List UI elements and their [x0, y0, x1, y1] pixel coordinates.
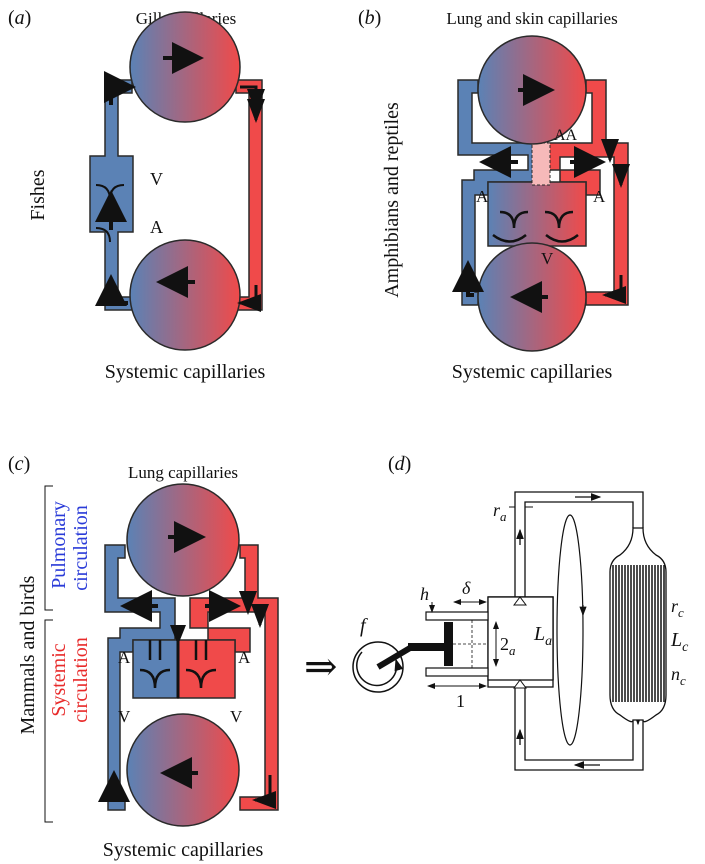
panel-a: (a) Gill capillaries Fishes V A Systemic…: [8, 7, 265, 383]
panel-a-gill-capillaries: [129, 11, 241, 123]
panel-d-flow-ellipse: [556, 514, 584, 746]
panel-d-label-r-c: rc: [671, 596, 684, 620]
panel-b-top-label: Lung and skin capillaries: [446, 9, 617, 28]
panel-c-label-a-right: A: [238, 648, 251, 667]
panel-c-pulmonary-label-1: Pulmonary: [48, 501, 70, 589]
panel-b-bottom-label: Systemic capillaries: [452, 361, 613, 383]
panel-d-label-1: 1: [456, 691, 465, 711]
panel-c-bottom-label: Systemic capillaries: [103, 839, 264, 861]
panel-b-aortic-arch: [531, 142, 551, 186]
panel-d-label-h: h: [420, 584, 429, 604]
panel-b-valves: [492, 210, 579, 243]
panel-a-valve-lower: [95, 227, 111, 243]
panel-c-flow-arrows: [98, 521, 276, 809]
panel-d-label-L-c: Lc: [670, 629, 689, 655]
panel-c-systemic-bracket: [44, 619, 53, 823]
panel-b-label-a-left: A: [476, 187, 489, 206]
panel-a-flow-arrows: [95, 42, 265, 312]
panel-d-crank-rod: [376, 645, 412, 670]
panel-d-piston-head: [444, 622, 453, 666]
panel-d-piston-stroke: [453, 620, 488, 668]
panel-b-label-a-right: A: [593, 187, 606, 206]
panel-d-label-f: f: [360, 615, 368, 637]
panel-d-capillary-lines: [612, 565, 665, 702]
panel-a-arterial-vessel: [235, 79, 263, 311]
panel-a-label-v: V: [150, 169, 163, 189]
panel-b-ventricle: [487, 181, 587, 247]
panel-d-label-L-a: La: [533, 623, 552, 649]
panel-b-label-v: V: [541, 249, 554, 268]
panel-d-label-delta: δ: [462, 578, 471, 598]
panel-d-valve-top: [513, 596, 527, 606]
panel-c-systemic-label-2: circulation: [70, 637, 92, 723]
panel-b-flow-arrows: [452, 74, 630, 313]
panel-c-systemic-label-1: Systemic: [48, 643, 70, 716]
panel-a-side-label: Fishes: [27, 169, 49, 220]
panel-d-dimensions: [427, 506, 533, 689]
panel-c-label-a-left: A: [118, 648, 131, 667]
panel-c-label-v-right: V: [230, 707, 243, 726]
panel-d-label-r-a: ra: [493, 500, 507, 524]
panel-d-piston-rod: [408, 643, 448, 651]
panel-c-side-label: Mammals and birds: [17, 575, 39, 734]
panel-d-valve-bottom: [513, 679, 527, 689]
panel-a-bottom-label: Systemic capillaries: [105, 361, 266, 383]
panel-c-lung-capillaries: [126, 483, 240, 597]
panel-d-label-n-c: nc: [671, 664, 686, 688]
panel-c-label-v-left: V: [118, 707, 131, 726]
panel-d-implies-arrow: ⇒: [304, 644, 338, 689]
panel-a-systemic-capillaries: [129, 239, 241, 351]
panel-c-septum-top: [170, 625, 186, 645]
panel-d-wheel-arrow: [356, 651, 404, 687]
panel-b-letter: (b): [358, 7, 381, 29]
panel-b-label-aa: AA: [554, 127, 578, 144]
panel-d-cylinder-top: [425, 611, 489, 621]
panel-d-letter: (d): [388, 453, 411, 475]
panel-c-pulmonary-bracket: [44, 485, 53, 611]
panel-a-label-a: A: [150, 217, 163, 237]
panel-a-letter: (a): [8, 7, 31, 29]
panel-b: (b) Lung and skin capillaries Amphibians…: [358, 7, 630, 383]
panel-c-systemic-capillaries: [126, 713, 240, 827]
panel-d-label-2a: 2a: [500, 634, 516, 658]
panel-c-top-label: Lung capillaries: [128, 463, 238, 482]
panel-c-valves: [139, 640, 217, 689]
panel-d: (d): [304, 453, 689, 771]
panel-c-pulmonary-label-2: circulation: [70, 505, 92, 591]
panel-d-tube-loop: [514, 491, 644, 771]
panel-d-cylinder-bottom: [425, 667, 489, 677]
panel-c-letter: (c): [8, 453, 30, 475]
panel-c-right-heart: [132, 639, 179, 699]
panel-b-side-label: Amphibians and reptiles: [381, 102, 403, 298]
panel-c: (c) Lung capillaries Mammals and birds P…: [8, 453, 279, 861]
